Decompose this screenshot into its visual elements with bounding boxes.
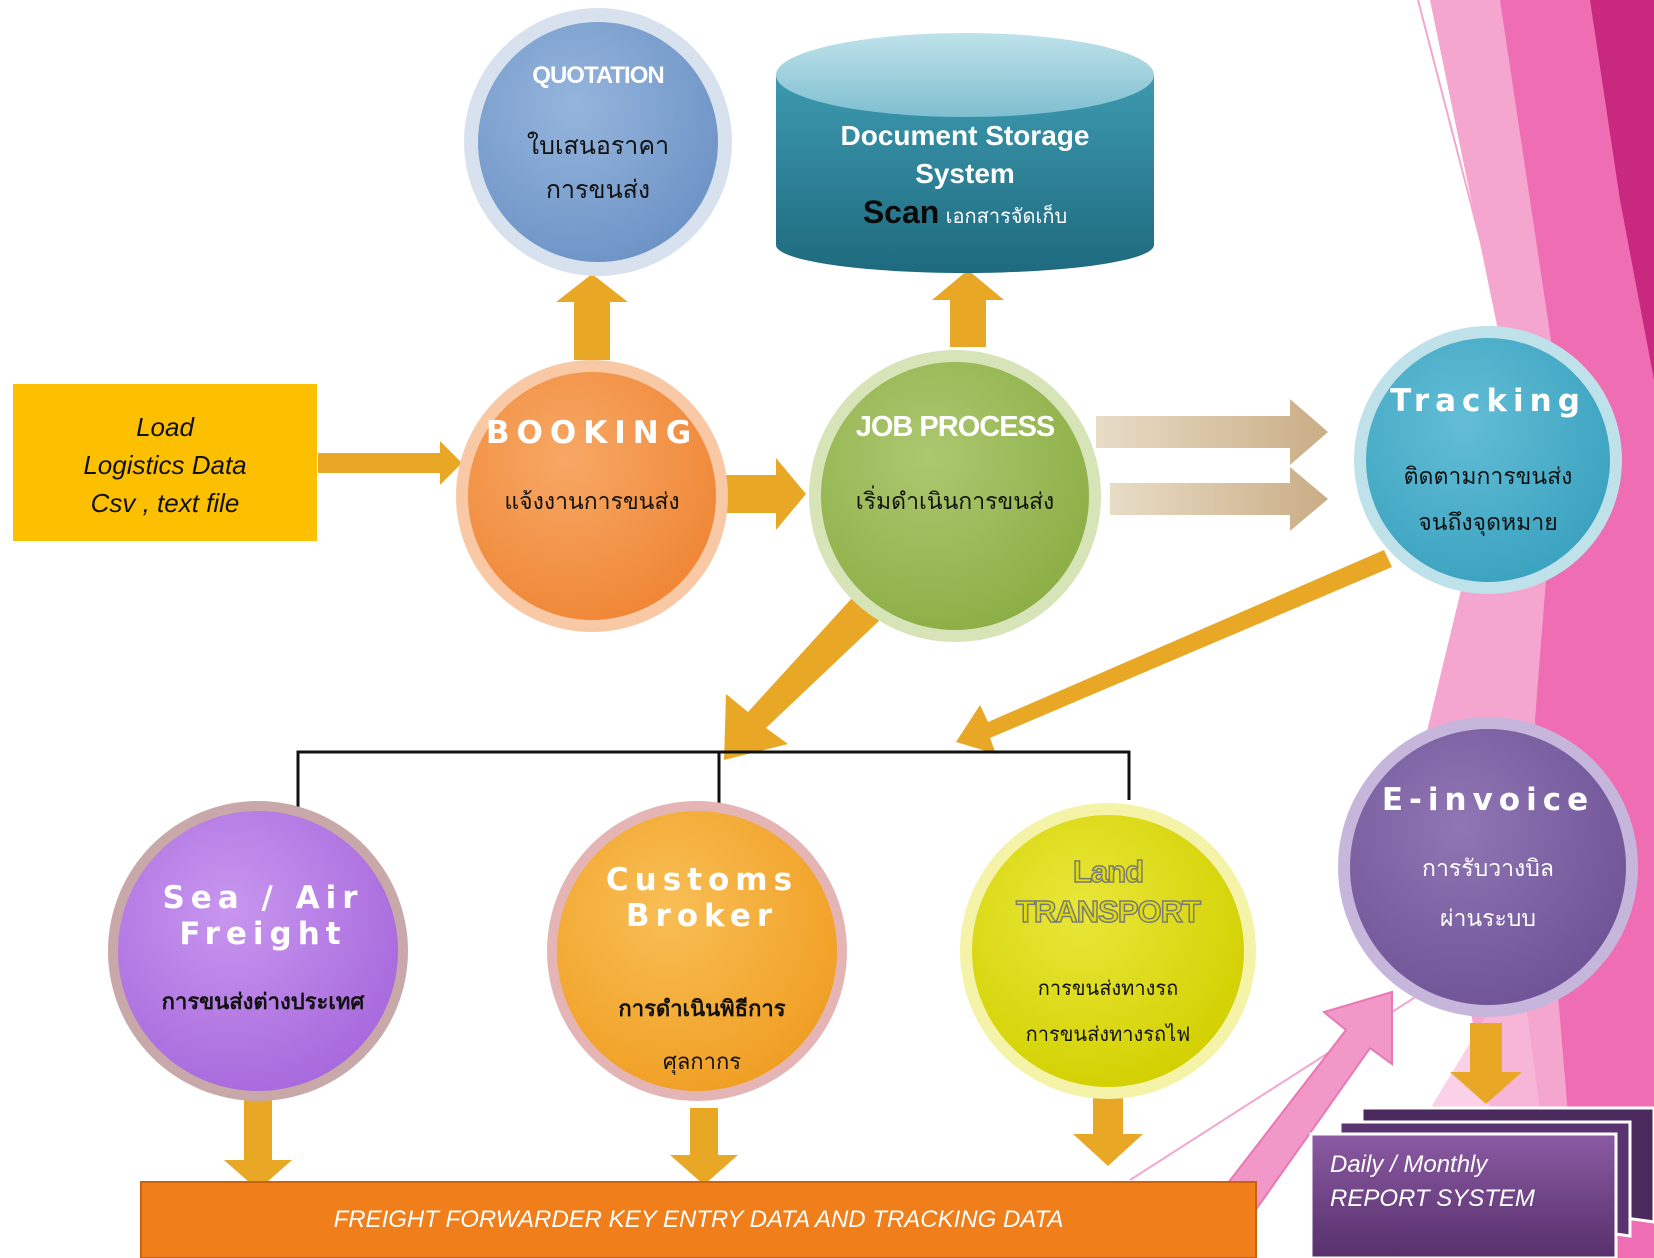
- customs-title1: Customs: [605, 862, 799, 898]
- einvoice-title: E-invoice: [1381, 782, 1595, 818]
- arrow-job-to-tracking-1: [1096, 399, 1328, 465]
- customs-line1: การดำเนินพิธีการ: [618, 996, 786, 1022]
- load-line2: Logistics Data: [83, 450, 247, 480]
- arrow-job-to-tracking-2: [1110, 467, 1328, 531]
- document-storage-cylinder: [776, 33, 1154, 273]
- key-entry-bar: [140, 1181, 1257, 1258]
- storage-scan-thai: เอกสารจัดเก็บ: [945, 204, 1068, 228]
- storage-scan: Scan: [862, 194, 940, 230]
- report-line1: Daily / Monthly: [1330, 1151, 1488, 1178]
- customs-title2: Broker: [625, 898, 779, 934]
- land-title1: Land: [1072, 853, 1145, 890]
- arrow-booking-to-quotation: [556, 274, 628, 360]
- load-data-box: [13, 384, 317, 541]
- load-line3: Csv , text file: [90, 488, 240, 518]
- load-data-text: Load Logistics Data Csv , text file: [13, 408, 317, 522]
- arrow-sea-to-keyentry: [224, 1090, 292, 1190]
- einvoice-line1: การรับวางบิล: [1422, 856, 1554, 882]
- land-line2: การขนส่งทางรถไฟ: [1025, 1022, 1191, 1046]
- report-line2: REPORT SYSTEM: [1330, 1185, 1535, 1212]
- job-subtitle: เริ่มดำเนินการขนส่ง: [855, 489, 1055, 515]
- arrow-keyentry-to-einvoice: [1216, 990, 1393, 1220]
- arrow-job-to-storage: [932, 270, 1004, 347]
- booking-subtitle: แจ้งงานการขนส่ง: [504, 489, 680, 515]
- load-line1: Load: [136, 412, 194, 442]
- arrow-tracking-to-services: [956, 550, 1392, 754]
- storage-line1: Document Storage: [840, 120, 1090, 151]
- land-title2: TRANSPORT: [1015, 893, 1201, 930]
- storage-line2: System: [915, 158, 1015, 189]
- einvoice-line2: ผ่านระบบ: [1439, 906, 1537, 932]
- booking-title: BOOKING: [485, 415, 699, 451]
- sea-air-subtitle: การขนส่งต่างประเทศ: [161, 989, 365, 1015]
- tracking-title: Tracking: [1390, 383, 1586, 419]
- arrow-customs-to-keyentry: [670, 1108, 738, 1185]
- tracking-line2: จนถึงจุดหมาย: [1418, 510, 1558, 536]
- arrow-einvoice-to-report: [1450, 1023, 1522, 1104]
- quotation-title: QUOTATION: [532, 62, 664, 89]
- sea-air-title1: Sea / Air: [162, 880, 364, 916]
- report-documents: [1309, 1106, 1654, 1258]
- job-title: JOB PROCESS: [855, 411, 1056, 443]
- arrow-load-to-booking: [318, 441, 462, 485]
- land-line1: การขนส่งทางรถ: [1037, 976, 1179, 1000]
- customs-line2: ศุลกากร: [662, 1050, 742, 1075]
- sea-air-title2: Freight: [179, 916, 347, 952]
- arrow-land-to-keyentry: [1073, 1090, 1143, 1166]
- tracking-line1: ติดตามการขนส่ง: [1403, 464, 1573, 490]
- arrow-job-to-services: [724, 598, 880, 760]
- key-entry-label: FREIGHT FORWARDER KEY ENTRY DATA AND TRA…: [333, 1206, 1064, 1233]
- quotation-line1: ใบเสนอราคา: [526, 131, 670, 160]
- quotation-line2: การขนส่ง: [545, 175, 651, 204]
- arrow-booking-to-job: [722, 458, 806, 530]
